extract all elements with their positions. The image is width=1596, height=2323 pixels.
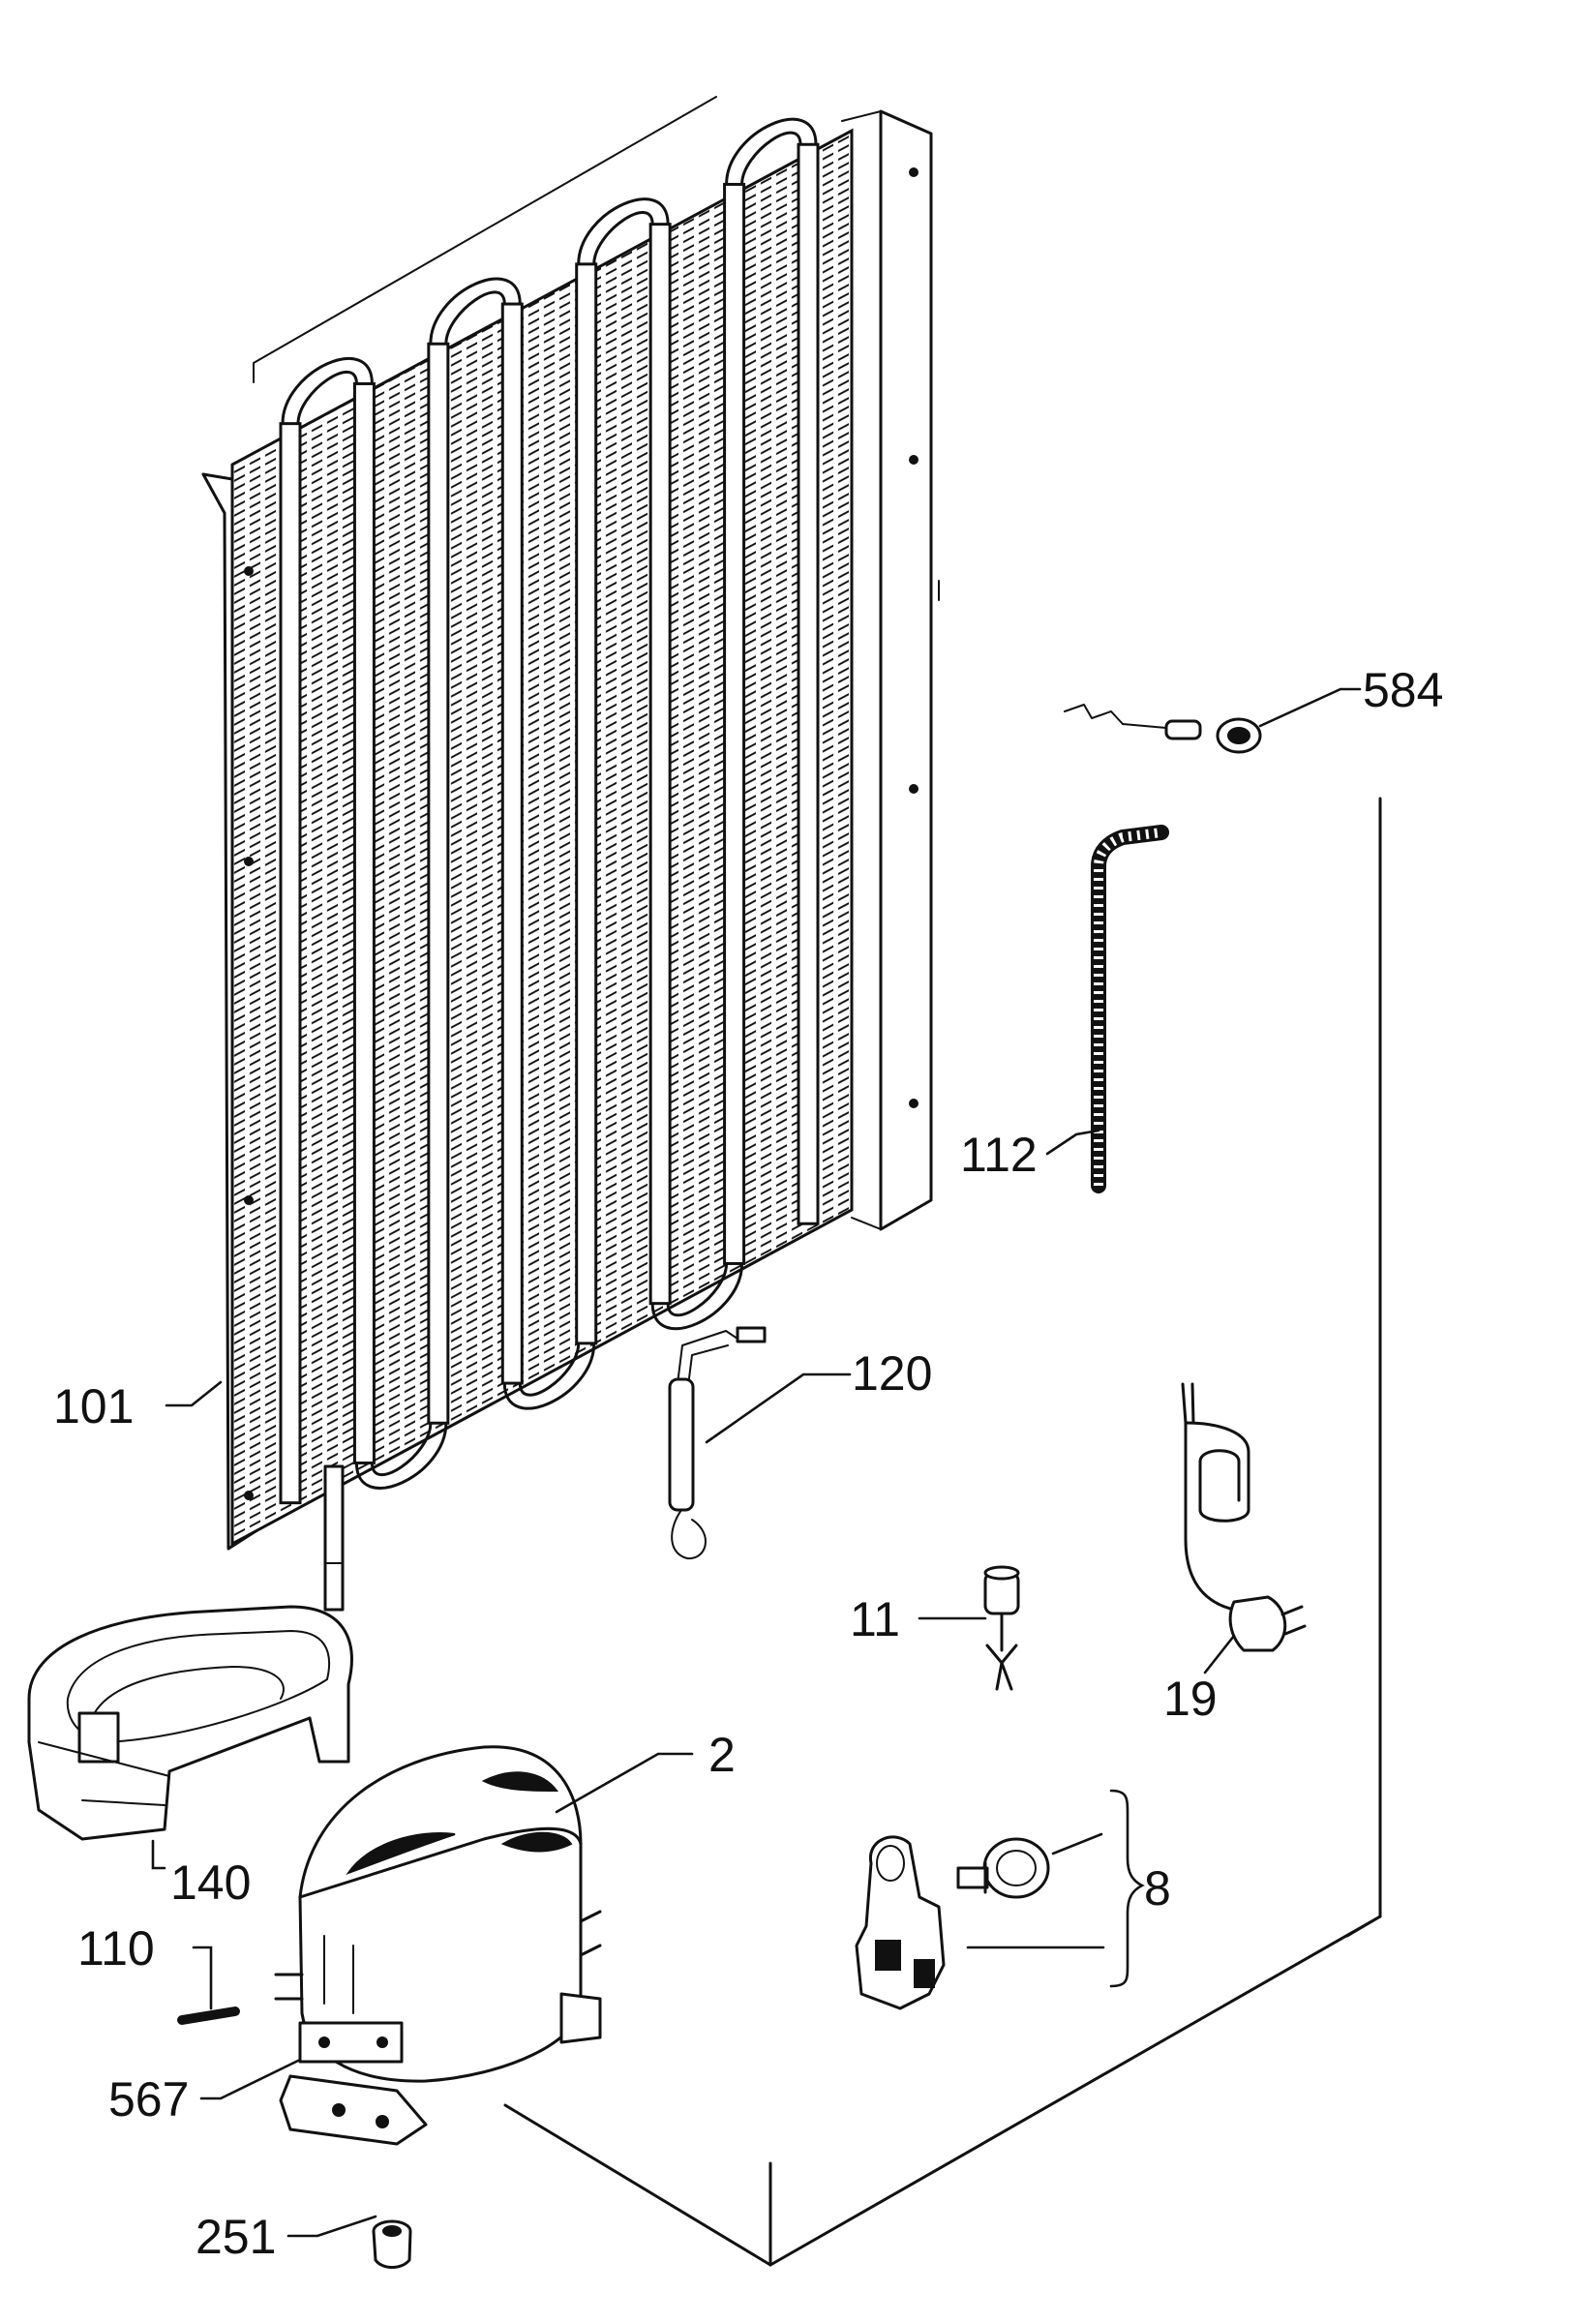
- start-relay-group: [855, 1835, 1050, 2010]
- condenser-right-bracket: [879, 109, 933, 1231]
- label-110: 110: [77, 1921, 155, 1976]
- condenser-assembly: [201, 109, 933, 1612]
- label-112: 112: [960, 1128, 1038, 1182]
- condenser-tube: [797, 142, 820, 1225]
- drain-tray: [27, 1605, 353, 1841]
- sensor-with-cable: [1064, 704, 1262, 754]
- label-8: 8: [1144, 1861, 1171, 1916]
- condenser-tube: [575, 262, 598, 1345]
- return-bend: [502, 1343, 596, 1410]
- return-bend: [650, 1263, 744, 1331]
- condenser-tube: [648, 223, 672, 1306]
- label-567: 567: [108, 2072, 189, 2127]
- return-bend: [577, 197, 670, 264]
- part-labels: 584 112 101 120 11 19 2 140 8 110 567 25…: [53, 663, 1443, 2264]
- label-19: 19: [1163, 1672, 1218, 1726]
- compressor-mounting-foot: [279, 2074, 428, 2146]
- pin: [177, 2006, 240, 2025]
- label-140: 140: [170, 1855, 251, 1910]
- condenser-outlet-pipe: [323, 1464, 345, 1612]
- cabinet-outline: [253, 96, 1382, 2267]
- power-cord: [1181, 1382, 1307, 1652]
- filter-drier: [668, 1326, 767, 1560]
- condenser-tubes: [279, 142, 820, 1505]
- label-2: 2: [708, 1728, 736, 1782]
- label-120: 120: [852, 1346, 932, 1401]
- label-11: 11: [850, 1592, 900, 1646]
- mounting-holes: [244, 167, 918, 1500]
- label-251: 251: [196, 2210, 276, 2264]
- condenser-return-bends: [281, 117, 818, 1490]
- leader-lines: [151, 687, 1362, 2238]
- return-bend: [725, 117, 818, 185]
- condenser-tube: [352, 381, 376, 1464]
- label-584: 584: [1363, 663, 1443, 717]
- overload-protector: [982, 1837, 1050, 1899]
- condenser-tube: [723, 182, 746, 1265]
- return-bend: [354, 1423, 448, 1490]
- label-101: 101: [53, 1379, 134, 1433]
- return-bend: [281, 356, 374, 424]
- grommet: [372, 2219, 412, 2269]
- condenser-tube: [500, 302, 524, 1385]
- thermal-sensor: [983, 1565, 1020, 1691]
- condenser-tube: [279, 422, 302, 1505]
- condenser-tube: [427, 342, 450, 1425]
- return-bend: [429, 277, 522, 345]
- capillary-tube: [1091, 825, 1169, 1193]
- compressor: [274, 1745, 602, 2146]
